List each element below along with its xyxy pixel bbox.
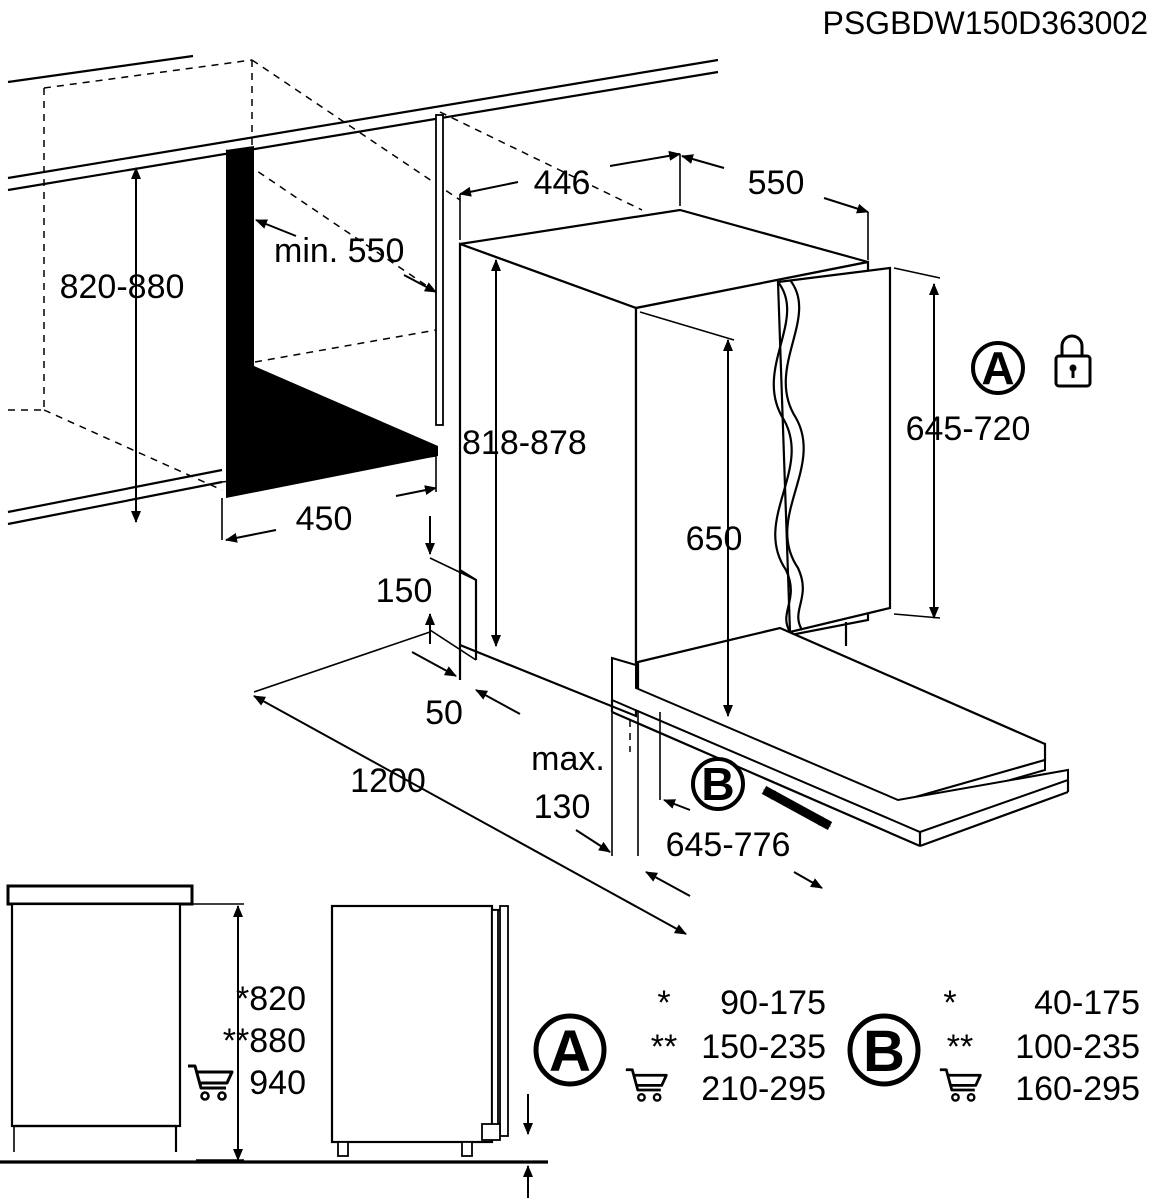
side-height-2: **880 — [223, 1022, 306, 1060]
label-door-depth: 645-776 — [666, 826, 791, 864]
label-plinth-gap: 50 — [425, 694, 463, 732]
label-appliance-height: 818-878 — [462, 424, 587, 462]
svg-text:B: B — [863, 1019, 905, 1084]
dishwasher-body — [458, 208, 1070, 856]
table-a: A * ** 90-175 150-235 210-295 — [533, 984, 826, 1108]
cart-icon — [938, 1068, 982, 1102]
svg-text:A: A — [549, 1019, 591, 1084]
svg-text:**: ** — [947, 1028, 973, 1066]
label-top-width: 446 — [534, 164, 591, 202]
label-door-swing: 1200 — [350, 762, 426, 800]
cart-icon — [624, 1068, 668, 1102]
table-a-row-3: 210-295 — [701, 1070, 826, 1108]
side-height-3: 940 — [249, 1064, 306, 1102]
table-b-row-3: 160-295 — [1015, 1070, 1140, 1108]
table-b-row-1: 40-175 — [1034, 984, 1140, 1022]
label-max: max. — [531, 740, 605, 778]
table-b: B * ** 40-175 100-235 160-295 — [847, 984, 1140, 1108]
dimension-labels: 820-880 min. 550 450 446 550 818-878 645… — [60, 164, 1031, 864]
label-min-depth: min. 550 — [274, 232, 404, 270]
table-a-row-1: 90-175 — [720, 984, 826, 1022]
svg-text:B: B — [701, 758, 734, 810]
product-code: PSGBDW150D363002 — [822, 5, 1148, 41]
dimension-lines — [131, 150, 941, 935]
label-top-depth: 550 — [748, 164, 805, 202]
table-a-row-2: 150-235 — [701, 1028, 826, 1066]
label-niche-height: 820-880 — [60, 268, 185, 306]
svg-text:A: A — [981, 342, 1014, 394]
table-b-row-2: 100-235 — [1015, 1028, 1140, 1066]
label-door-height: 645-720 — [906, 410, 1031, 448]
side-view-diagram: *820 **880 940 — [0, 884, 548, 1198]
label-max-value: 130 — [534, 788, 591, 826]
svg-text:*: * — [657, 984, 670, 1022]
marker-a: A — [971, 341, 1025, 395]
side-height-1: *820 — [236, 980, 306, 1018]
label-plinth-height: 150 — [376, 572, 433, 610]
cabinet-niche — [7, 54, 719, 526]
lock-icon — [1054, 334, 1092, 388]
label-niche-width: 450 — [296, 500, 353, 538]
label-inner-height: 650 — [686, 520, 743, 558]
svg-text:**: ** — [651, 1028, 677, 1066]
svg-text:*: * — [943, 984, 956, 1022]
cart-icon — [186, 1064, 234, 1101]
marker-b: B — [691, 757, 745, 811]
